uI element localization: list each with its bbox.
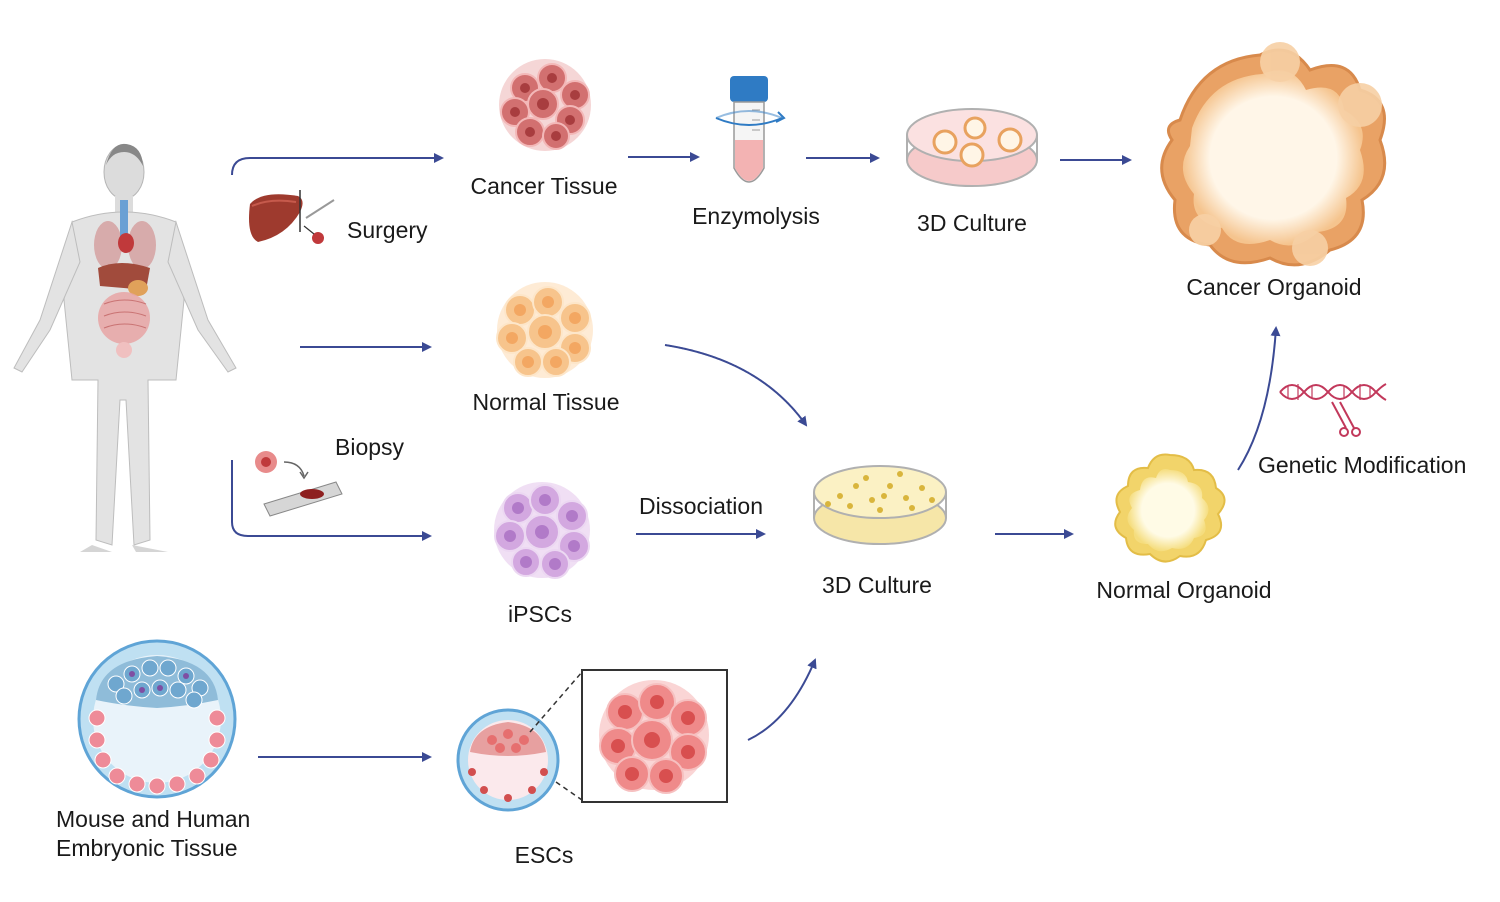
label-surgery: Surgery (347, 217, 428, 243)
label-enzymolysis: Enzymolysis (692, 203, 820, 229)
esc-blastocyst-icon (456, 708, 560, 812)
label-embryonic-line2: Embryonic Tissue (56, 835, 238, 861)
label-escs: ESCs (514, 842, 574, 868)
label-normal-tissue: Normal Tissue (472, 389, 620, 415)
arrow-normal-to-culture (664, 344, 808, 427)
normal-tissue-cluster (496, 282, 593, 378)
blastocyst-icon (77, 639, 237, 799)
arrow-escs-to-culture (747, 658, 817, 741)
arrow-to-ipscs (231, 460, 432, 541)
arrow-genetic-mod (1237, 326, 1281, 471)
petri-dish-middle-icon (813, 465, 947, 545)
label-cancer-organoid: Cancer Organoid (1186, 274, 1362, 300)
label-cancer-tissue: Cancer Tissue (470, 173, 618, 199)
zoom-lines (529, 671, 583, 801)
ipsc-cluster (494, 482, 590, 579)
label-3d-culture-mid: 3D Culture (822, 572, 932, 598)
branch-arrows (231, 152, 1281, 762)
label-genetic-modification: Genetic Modification (1258, 452, 1467, 478)
biopsy-slide-icon (255, 451, 343, 517)
centrifuge-tube-icon (715, 76, 786, 183)
label-ipscs: iPSCs (508, 601, 572, 627)
liver-icon (249, 190, 335, 244)
label-dissociation: Dissociation (639, 493, 763, 519)
label-3d-culture-top: 3D Culture (917, 210, 1027, 236)
label-biopsy: Biopsy (335, 434, 405, 460)
cancer-tissue-cluster (499, 59, 591, 151)
arrow-to-cancer-tissue (231, 153, 444, 176)
dna-scissors-icon (1279, 383, 1387, 437)
normal-organoid-icon (1114, 453, 1226, 563)
esc-cluster (599, 680, 709, 794)
label-normal-organoid: Normal Organoid (1096, 577, 1272, 603)
human-body-icon (13, 143, 237, 552)
petri-dish-icon (906, 108, 1038, 187)
label-embryonic-line1: Mouse and Human (56, 806, 251, 832)
cancer-organoid-icon (1160, 42, 1387, 267)
